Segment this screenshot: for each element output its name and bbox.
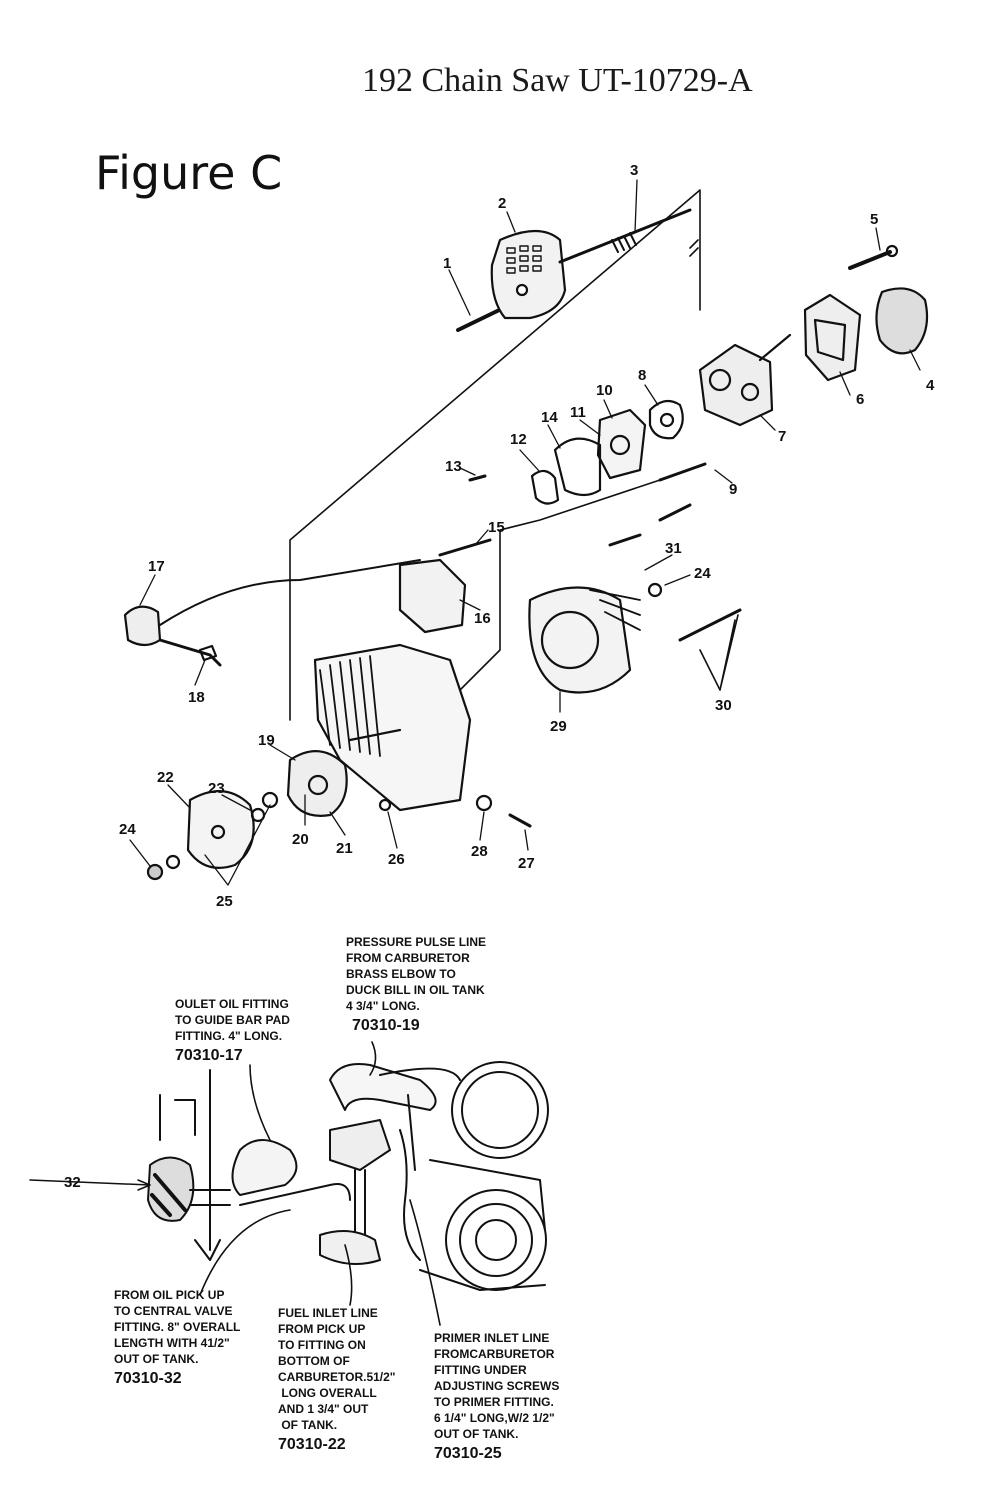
callout-primer-inlet-line: PRIMER INLET LINE FROMCARBURETOR FITTING… — [434, 1330, 559, 1464]
part-label-24-left: 24 — [119, 821, 136, 838]
part-label-20: 20 — [292, 831, 309, 848]
callout-line: OUT OF TANK. — [434, 1427, 519, 1441]
callout-part-number: 70310-19 — [352, 1017, 420, 1034]
callout-part-number: 70310-22 — [278, 1436, 346, 1453]
callout-pressure-pulse-line: PRESSURE PULSE LINE FROM CARBURETOR BRAS… — [346, 934, 486, 1036]
part-label-29: 29 — [550, 718, 567, 735]
callout-line: FITTING. 4" LONG. — [175, 1029, 283, 1043]
part-label-12: 12 — [510, 431, 527, 448]
callout-line: DUCK BILL IN OIL TANK — [346, 983, 485, 997]
callout-line: TO GUIDE BAR PAD — [175, 1013, 290, 1027]
callout-line: 4 3/4" LONG. — [346, 999, 420, 1013]
part-label-10: 10 — [596, 382, 613, 399]
part-label-7: 7 — [778, 428, 786, 445]
callout-line: LENGTH WITH 41/2" — [114, 1336, 230, 1350]
callout-line: FROM CARBURETOR — [346, 951, 470, 965]
callout-line: FITTING UNDER — [434, 1363, 527, 1377]
part-label-16: 16 — [474, 610, 491, 627]
part-label-1: 1 — [443, 255, 451, 272]
callout-line: OF TANK. — [278, 1418, 338, 1432]
figure-label: Figure C — [95, 146, 283, 200]
part-label-21: 21 — [336, 840, 353, 857]
callout-line: BOTTOM OF — [278, 1354, 350, 1368]
part-label-8: 8 — [638, 367, 646, 384]
part-label-22: 22 — [157, 769, 174, 786]
callout-line: CARBURETOR.51/2" — [278, 1370, 396, 1384]
callout-line: OULET OIL FITTING — [175, 997, 289, 1011]
part-label-26: 26 — [388, 851, 405, 868]
diagram-title: 192 Chain Saw UT-10729-A — [362, 62, 753, 99]
part-label-15: 15 — [488, 519, 505, 536]
callout-part-number: 70310-25 — [434, 1445, 502, 1462]
part-label-3: 3 — [630, 162, 638, 179]
callout-line: 6 1/4" LONG,W/2 1/2" — [434, 1411, 555, 1425]
callout-line: TO CENTRAL VALVE — [114, 1304, 233, 1318]
callout-line: FROM OIL PICK UP — [114, 1288, 225, 1302]
part-label-18: 18 — [188, 689, 205, 706]
callout-line: ADJUSTING SCREWS — [434, 1379, 560, 1393]
part-label-5: 5 — [870, 211, 878, 228]
callout-part-number: 70310-17 — [175, 1047, 243, 1064]
callout-line: OUT OF TANK. — [114, 1352, 199, 1366]
part-label-17: 17 — [148, 558, 165, 575]
part-label-11: 11 — [570, 404, 586, 421]
part-label-31: 31 — [665, 540, 682, 557]
part-label-25: 25 — [216, 893, 233, 910]
part-label-14: 14 — [541, 409, 558, 426]
callout-line: PRIMER INLET LINE — [434, 1331, 550, 1345]
callout-line: FROMCARBURETOR — [434, 1347, 555, 1361]
part-label-27: 27 — [518, 855, 535, 872]
callout-oil-pickup-line: FROM OIL PICK UP TO CENTRAL VALVE FITTIN… — [114, 1287, 240, 1389]
part-label-32: 32 — [64, 1174, 81, 1191]
part-label-23: 23 — [208, 780, 225, 797]
part-label-24-right: 24 — [694, 565, 711, 582]
part-label-13: 13 — [445, 458, 462, 475]
part-label-30: 30 — [715, 697, 732, 714]
part-label-6: 6 — [856, 391, 864, 408]
part-label-2: 2 — [498, 195, 506, 212]
callout-line: FUEL INLET LINE — [278, 1306, 378, 1320]
callout-fuel-inlet-line: FUEL INLET LINE FROM PICK UP TO FITTING … — [278, 1305, 396, 1455]
callout-line: FITTING. 8" OVERALL — [114, 1320, 241, 1334]
callout-line: FROM PICK UP — [278, 1322, 366, 1336]
callout-line: TO PRIMER FITTING. — [434, 1395, 554, 1409]
callout-line: PRESSURE PULSE LINE — [346, 935, 487, 949]
callout-outlet-oil-fitting: OULET OIL FITTING TO GUIDE BAR PAD FITTI… — [175, 996, 290, 1066]
part-label-4: 4 — [926, 377, 935, 394]
part-label-19: 19 — [258, 732, 275, 749]
part-label-28: 28 — [471, 843, 488, 860]
callout-line: LONG OVERALL — [278, 1386, 377, 1400]
callout-part-number: 70310-32 — [114, 1370, 182, 1387]
part-label-9: 9 — [729, 481, 737, 498]
callout-line: TO FITTING ON — [278, 1338, 366, 1352]
callout-line: AND 1 3/4" OUT — [278, 1402, 369, 1416]
callout-line: BRASS ELBOW TO — [346, 967, 456, 981]
